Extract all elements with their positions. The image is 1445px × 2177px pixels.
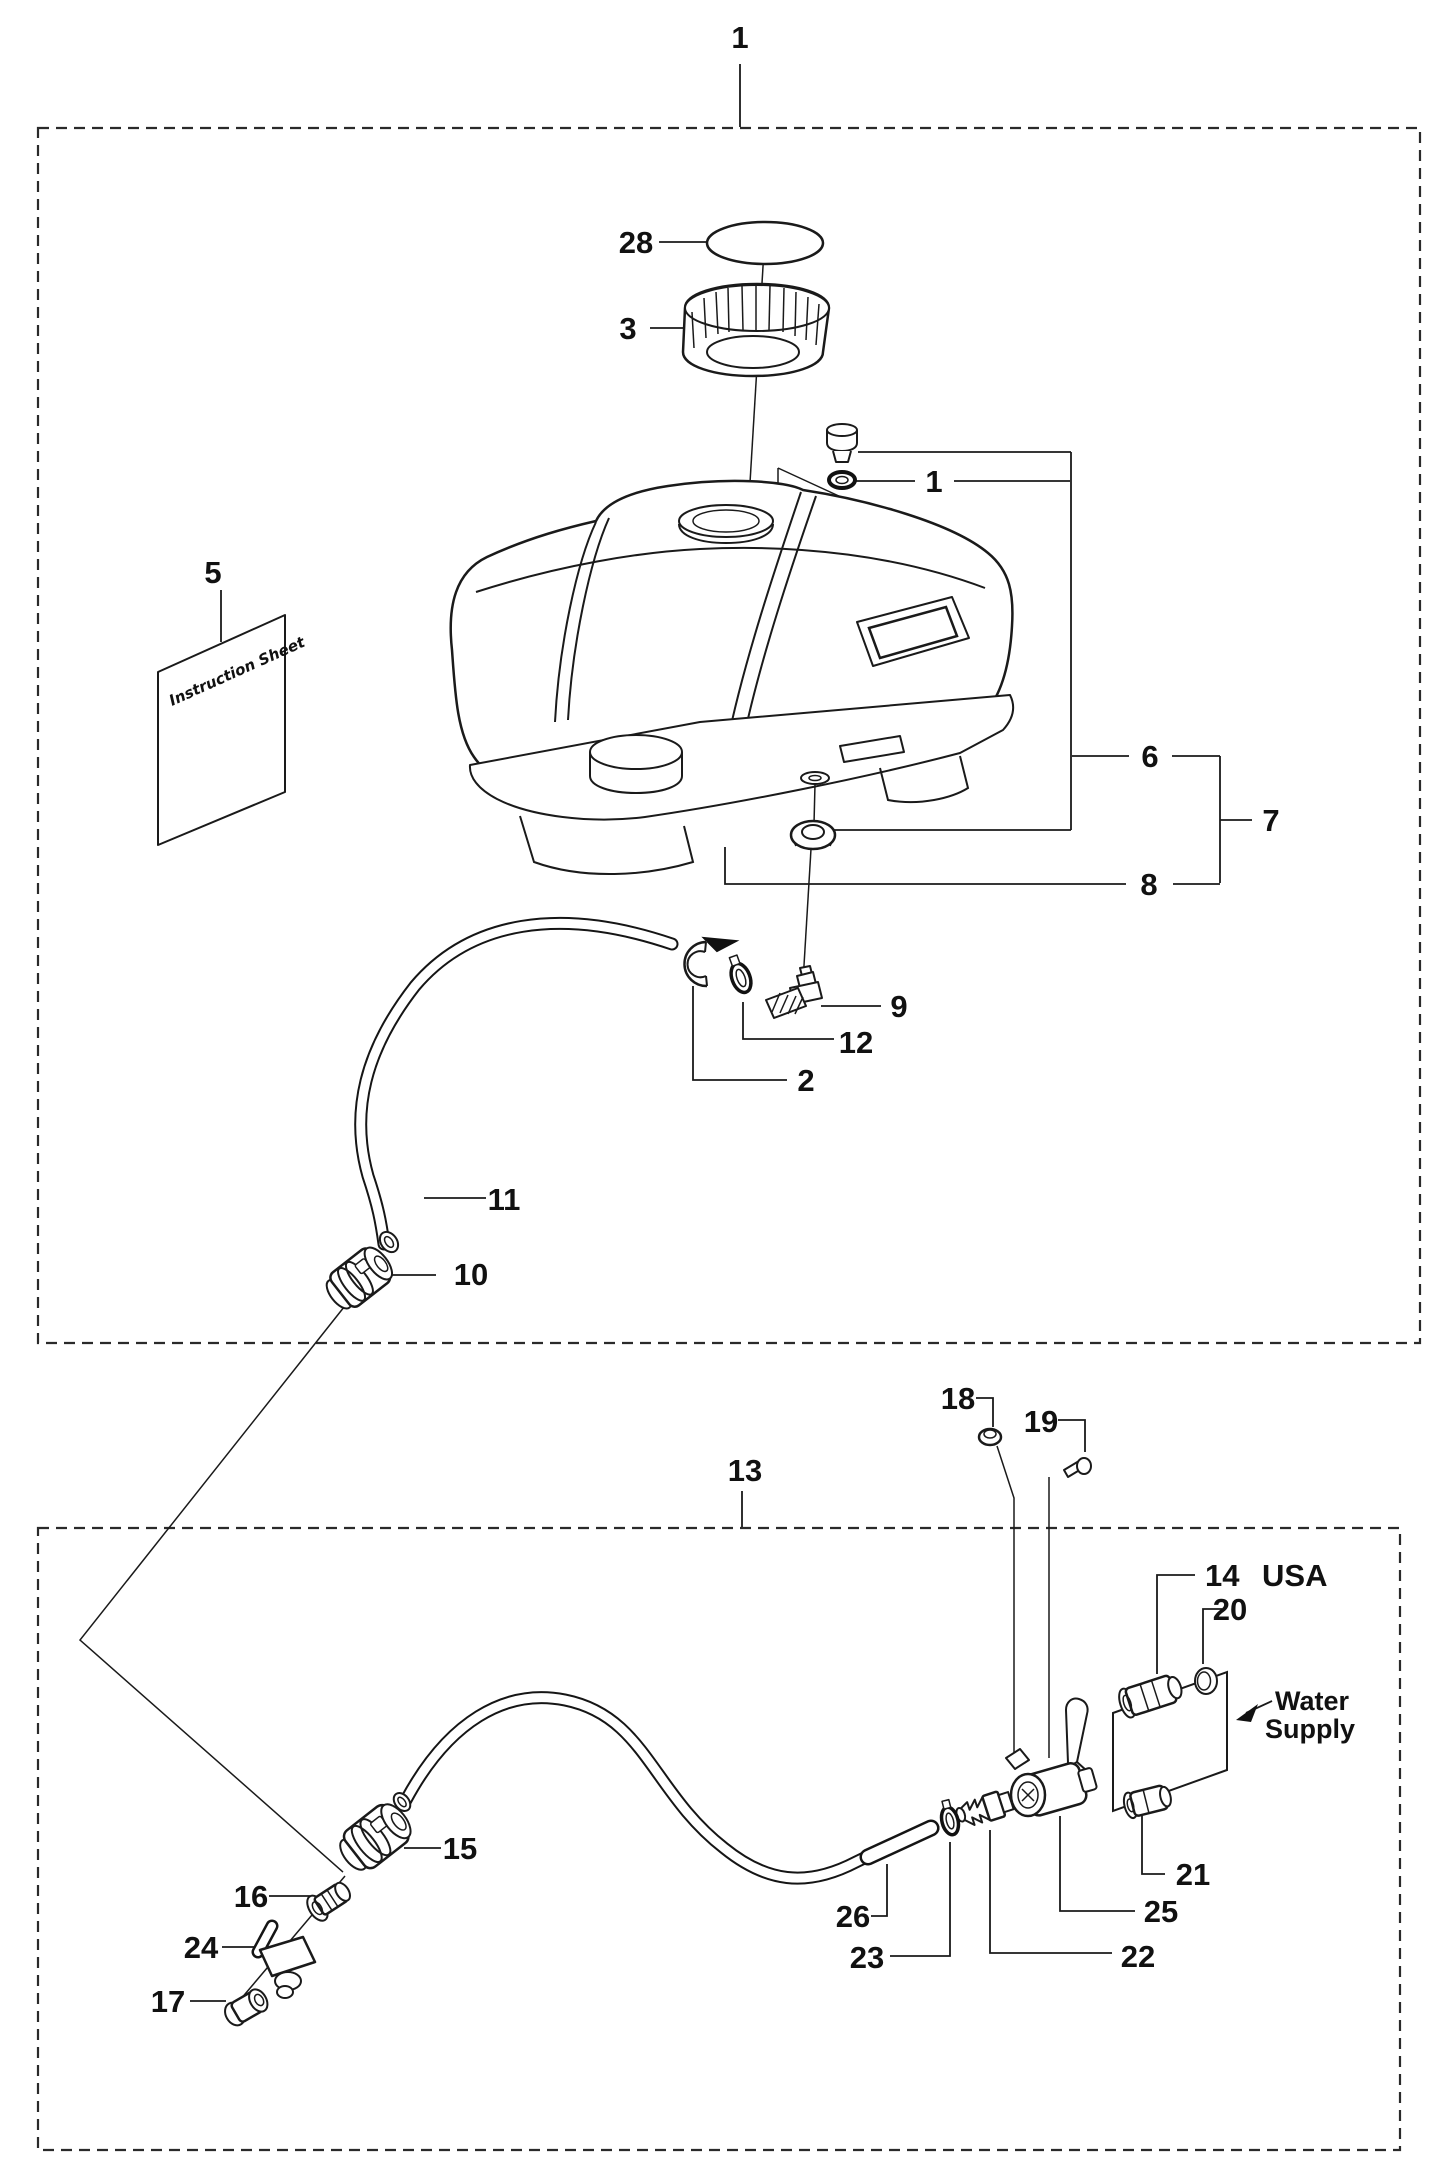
base-plate-8 bbox=[468, 694, 1015, 876]
barb-fitting-22 bbox=[955, 1790, 1015, 1826]
callout-21: 21 bbox=[1176, 1857, 1210, 1892]
assembly-box-1 bbox=[36, 126, 1422, 1345]
water-supply-arrowhead-icon bbox=[1236, 1704, 1258, 1722]
clamp-23 bbox=[939, 1798, 961, 1837]
assembly-box-2 bbox=[36, 1526, 1402, 2152]
callout-28: 28 bbox=[619, 225, 653, 260]
callout-6: 6 bbox=[1141, 739, 1158, 774]
callout-22: 22 bbox=[1121, 1939, 1155, 1974]
vent-o-ring bbox=[827, 470, 857, 490]
callout-9: 9 bbox=[890, 989, 907, 1024]
handle-recess bbox=[856, 596, 970, 667]
callout-14-usa: USA bbox=[1262, 1558, 1327, 1593]
callout-2: 2 bbox=[797, 1063, 814, 1098]
callout-16: 16 bbox=[234, 1879, 268, 1914]
callout-26: 26 bbox=[836, 1899, 870, 1934]
water-supply-note: Water Supply bbox=[1236, 1686, 1355, 1744]
water-supply-line2: Supply bbox=[1265, 1714, 1355, 1744]
shutoff-valve-24 bbox=[251, 1919, 317, 1999]
hose-clamp-12 bbox=[728, 954, 753, 995]
bolt-19 bbox=[1063, 1457, 1092, 1478]
callout-7: 7 bbox=[1262, 803, 1279, 838]
washer-and-nut bbox=[789, 771, 837, 851]
callout-5: 5 bbox=[204, 555, 221, 590]
tank-cap-3 bbox=[681, 282, 831, 378]
fitting-21 bbox=[1122, 1784, 1172, 1820]
callout-10: 10 bbox=[454, 1257, 488, 1292]
mount-plate bbox=[1112, 1670, 1228, 1813]
callout-20: 20 bbox=[1213, 1592, 1247, 1627]
leader-lines-box1 bbox=[78, 241, 1252, 1873]
callout-24: 24 bbox=[184, 1930, 219, 1965]
leader-lines-box2 bbox=[190, 1397, 1222, 2002]
callout-12: 12 bbox=[839, 1025, 873, 1060]
callout-19: 19 bbox=[1024, 1404, 1058, 1439]
gasket-28 bbox=[705, 220, 825, 266]
connector-15 bbox=[339, 1803, 412, 1871]
hose-ferrule bbox=[378, 1230, 400, 1254]
callout-assembly-1: 1 bbox=[731, 20, 748, 55]
callout-25: 25 bbox=[1144, 1894, 1178, 1929]
connector-ferrule-15 bbox=[392, 1792, 412, 1812]
callout-17: 17 bbox=[151, 1984, 185, 2019]
nut-18 bbox=[977, 1427, 1003, 1447]
valve-body-25 bbox=[1005, 1748, 1098, 1818]
callout-15: 15 bbox=[443, 1831, 477, 1866]
vent-plug bbox=[826, 423, 858, 463]
callout-23: 23 bbox=[850, 1940, 884, 1975]
callout-3: 3 bbox=[619, 311, 636, 346]
connector-10 bbox=[325, 1246, 394, 1310]
water-supply-line1: Water bbox=[1275, 1686, 1350, 1716]
leader-connector-continuation bbox=[78, 1296, 353, 1873]
nipple-16 bbox=[306, 1881, 351, 1922]
fitting-14 bbox=[1118, 1674, 1183, 1719]
callout-11: 11 bbox=[488, 1182, 521, 1217]
washer-20 bbox=[1194, 1667, 1218, 1695]
callout-assembly-13: 13 bbox=[728, 1453, 762, 1488]
elbow-fitting-9 bbox=[765, 965, 823, 1019]
hose-26 bbox=[399, 1691, 940, 1885]
hose-11 bbox=[354, 917, 679, 1251]
callout-1-mid: 1 bbox=[925, 464, 942, 499]
callout-8: 8 bbox=[1140, 867, 1157, 902]
pump-boss bbox=[589, 734, 683, 770]
instruction-sheet-5: Instruction Sheet bbox=[157, 614, 308, 846]
hose-clip-2 bbox=[683, 936, 740, 988]
callout-14: 14 bbox=[1205, 1558, 1240, 1593]
nozzle-17 bbox=[224, 1988, 269, 2027]
callout-18: 18 bbox=[941, 1381, 975, 1416]
